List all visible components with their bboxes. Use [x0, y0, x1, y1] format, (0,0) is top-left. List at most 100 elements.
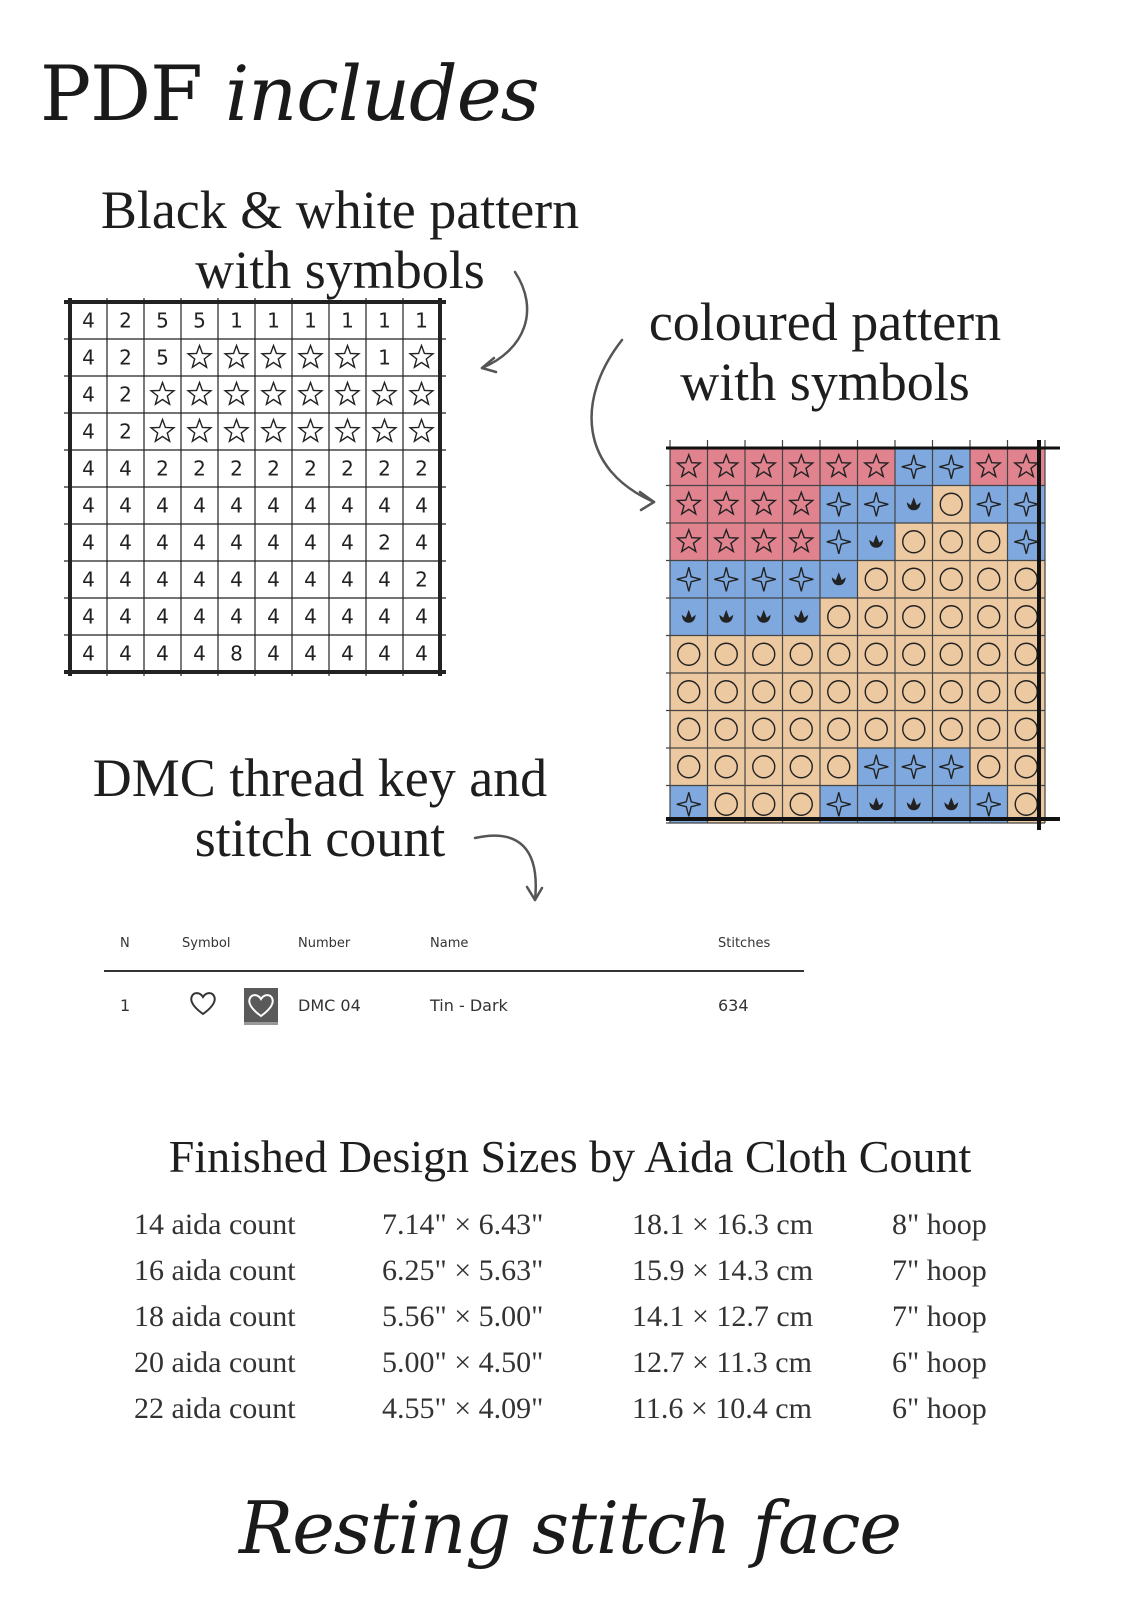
circle-symbol-icon — [902, 642, 926, 666]
pattern-cell-symbol: 4 — [304, 568, 317, 592]
coloured-cell — [932, 448, 970, 486]
coloured-cell — [707, 560, 745, 598]
pattern-cell-symbol: 4 — [193, 494, 206, 518]
circle-symbol-icon — [752, 680, 776, 704]
coloured-cell — [895, 673, 933, 711]
coloured-cell — [932, 523, 970, 561]
size-cm: 15.9 × 14.3 cm — [632, 1254, 814, 1287]
heading-includes: includes — [224, 49, 540, 138]
pattern-cell-symbol: 4 — [119, 457, 132, 481]
sparkle-symbol-icon — [789, 567, 814, 592]
coloured-cell — [857, 560, 895, 598]
pattern-cell-symbol: 4 — [193, 531, 206, 555]
col-caption-line1: coloured pattern — [648, 292, 1002, 352]
circle-symbol-icon — [939, 567, 963, 591]
circle-symbol-icon — [939, 530, 963, 554]
coloured-cell — [932, 710, 970, 748]
circle-symbol-icon — [977, 755, 1001, 779]
star-symbol-icon — [675, 490, 703, 516]
circle-symbol-icon — [827, 642, 851, 666]
aida-count: 20 aida count — [134, 1346, 296, 1379]
pattern-cell-symbol: 4 — [119, 642, 132, 666]
coloured-cell — [970, 485, 1008, 523]
coloured-cell — [820, 485, 858, 523]
pattern-cell-symbol: 4 — [341, 494, 354, 518]
circle-symbol-icon — [977, 717, 1001, 741]
star-symbol-icon — [334, 380, 361, 406]
pattern-cell-symbol: 1 — [378, 346, 391, 370]
star-symbol-icon — [712, 490, 740, 516]
size-inches: 6.25" × 5.63" — [382, 1254, 544, 1287]
circle-symbol-icon — [864, 567, 888, 591]
header-stitches: Stitches — [718, 936, 771, 951]
coloured-cell — [895, 710, 933, 748]
pattern-cell-symbol: 4 — [378, 568, 391, 592]
star-symbol-icon — [149, 417, 176, 443]
pattern-cell-symbol: 2 — [415, 457, 428, 481]
lotus-symbol-icon — [719, 609, 734, 623]
coloured-cell — [932, 560, 970, 598]
page-heading: PDF includes — [40, 56, 540, 132]
coloured-cell — [707, 748, 745, 786]
coloured-cell — [670, 635, 708, 673]
coloured-cell — [932, 598, 970, 636]
pattern-cell-symbol: 2 — [230, 457, 243, 481]
aida-count: 22 aida count — [134, 1392, 296, 1425]
pattern-cell-symbol: 2 — [119, 420, 132, 444]
coloured-cell — [745, 635, 783, 673]
thread-color-swatch — [244, 988, 278, 1025]
thread-key-table: N Symbol Number Name Stitches 1 DMC 04 T… — [104, 936, 804, 1025]
coloured-pattern-caption: coloured pattern with symbols — [610, 292, 1040, 412]
sparkle-symbol-icon — [1014, 492, 1039, 517]
pattern-cell-symbol: 2 — [119, 346, 132, 370]
sparkle-symbol-icon — [864, 492, 889, 517]
pattern-cell-symbol: 2 — [193, 457, 206, 481]
lotus-symbol-icon — [831, 572, 846, 586]
coloured-cell — [970, 673, 1008, 711]
pattern-cell-symbol: 1 — [230, 309, 243, 333]
star-symbol-icon — [223, 417, 250, 443]
circle-symbol-icon — [714, 680, 738, 704]
star-symbol-icon — [408, 417, 435, 443]
coloured-cell — [970, 523, 1008, 561]
pattern-cell-symbol: 4 — [82, 605, 95, 629]
sparkle-symbol-icon — [976, 492, 1001, 517]
coloured-cell — [895, 448, 933, 486]
size-cm: 14.1 × 12.7 cm — [632, 1300, 814, 1333]
coloured-cell — [782, 560, 820, 598]
pattern-cell-symbol: 4 — [156, 494, 169, 518]
pattern-cell-symbol: 4 — [193, 568, 206, 592]
pattern-cell-symbol: 4 — [378, 605, 391, 629]
coloured-cell — [820, 523, 858, 561]
key-caption-line1: DMC thread key and — [92, 748, 548, 808]
circle-symbol-icon — [752, 755, 776, 779]
star-symbol-icon — [750, 490, 778, 516]
circle-symbol-icon — [939, 680, 963, 704]
hoop-size: 7" hoop — [892, 1300, 987, 1333]
coloured-cell — [970, 710, 1008, 748]
sparkle-symbol-icon — [714, 567, 739, 592]
pattern-cell-symbol: 4 — [415, 494, 428, 518]
coloured-cell — [820, 635, 858, 673]
lotus-symbol-icon — [944, 797, 959, 811]
aida-count: 14 aida count — [134, 1208, 296, 1241]
star-symbol-icon — [825, 452, 853, 479]
lotus-symbol-icon — [869, 534, 884, 548]
coloured-cell — [895, 560, 933, 598]
pattern-cell-symbol: 4 — [304, 494, 317, 518]
lotus-symbol-icon — [869, 797, 884, 811]
star-symbol-icon — [750, 452, 778, 479]
star-symbol-icon — [223, 380, 250, 406]
star-symbol-icon — [975, 452, 1003, 479]
sparkle-symbol-icon — [826, 529, 851, 554]
pattern-cell-symbol: 4 — [304, 531, 317, 555]
pattern-cell-symbol: 4 — [341, 531, 354, 555]
circle-symbol-icon — [714, 792, 738, 816]
coloured-cell — [782, 710, 820, 748]
pattern-cell-symbol: 4 — [341, 605, 354, 629]
pattern-cell-symbol: 4 — [230, 531, 243, 555]
lotus-symbol-icon — [794, 609, 809, 623]
size-inches: 5.00" × 4.50" — [382, 1346, 544, 1379]
coloured-cell — [932, 635, 970, 673]
